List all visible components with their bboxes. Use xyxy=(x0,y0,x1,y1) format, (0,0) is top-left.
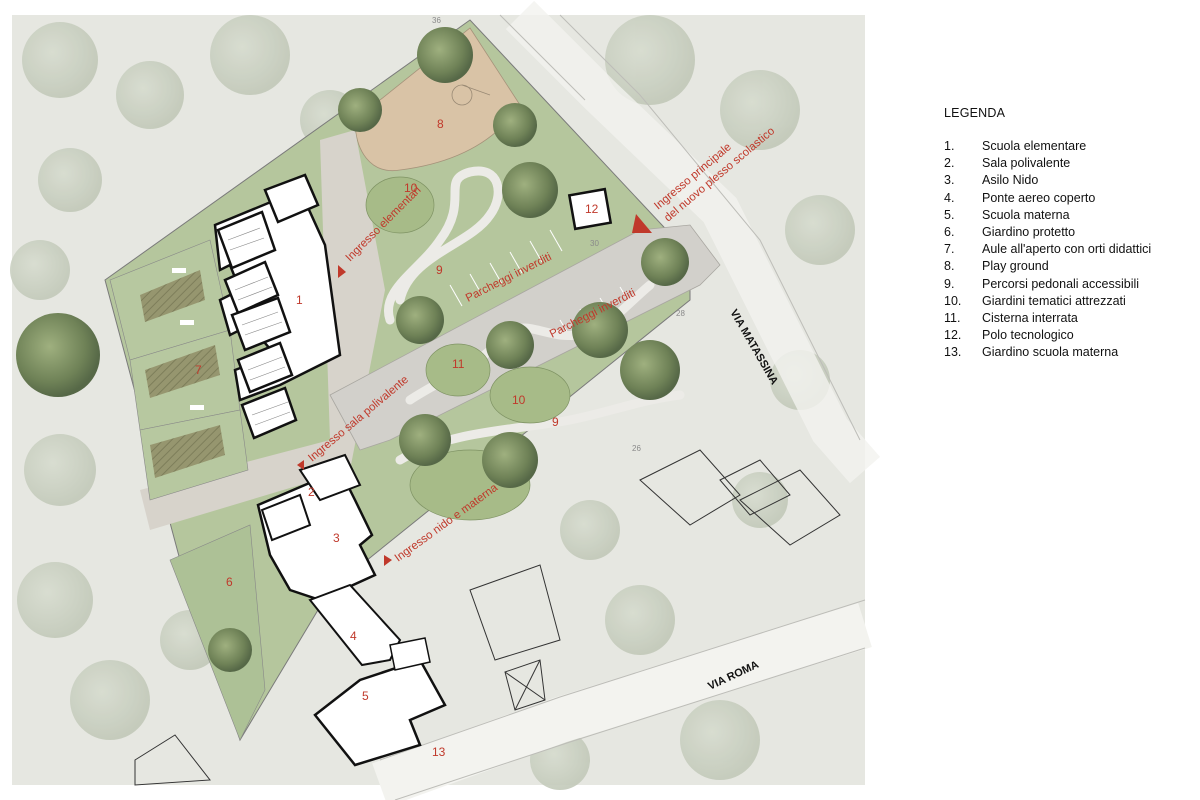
roads xyxy=(372,0,881,800)
num-8: 8 xyxy=(437,117,444,131)
svg-text:28: 28 xyxy=(676,309,685,318)
num-1: 1 xyxy=(296,293,303,307)
building-scuola-materna xyxy=(313,637,447,767)
svg-text:30: 30 xyxy=(590,239,599,248)
civic-numbers: 36 30 28 26 xyxy=(432,16,685,453)
cistern-lawn-11 xyxy=(425,343,491,397)
entrance-arrows xyxy=(297,214,652,566)
neighbor-buildings xyxy=(134,449,841,786)
legend: LEGENDA 1.Scuola elementare 2.Sala poliv… xyxy=(944,106,1194,362)
legend-item: 2.Sala polivalente xyxy=(944,156,1071,171)
legend-item: 4.Ponte aereo coperto xyxy=(944,190,1096,205)
legend-item: 3.Asilo Nido xyxy=(944,173,1039,188)
num-11: 11 xyxy=(452,357,465,371)
num-9b: 9 xyxy=(552,415,559,429)
legend-item: 1.Scuola elementare xyxy=(944,139,1087,153)
num-6: 6 xyxy=(226,575,233,589)
legend-item: 6.Giardino protetto xyxy=(944,225,1076,240)
legend-item: 13.Giardino scuola materna xyxy=(944,345,1119,360)
num-13: 13 xyxy=(432,745,446,759)
building-sala-polivalente xyxy=(256,453,377,602)
west-path xyxy=(140,130,385,530)
legend-list: 1.Scuola elementare 2.Sala polivalente 3… xyxy=(944,138,1194,362)
site-trees xyxy=(16,27,689,672)
num-7: 7 xyxy=(195,363,202,377)
parking-stalls xyxy=(449,229,633,341)
themed-garden-10b xyxy=(489,366,571,424)
area-numbers: 8 1 2 3 4 5 6 7 9 9 10 10 11 12 13 xyxy=(195,117,599,759)
num-9a: 9 xyxy=(436,263,443,277)
num-3: 3 xyxy=(333,531,340,545)
svg-text:26: 26 xyxy=(632,444,641,453)
num-2: 2 xyxy=(308,485,315,499)
legend-item: 5.Scuola materna xyxy=(944,207,1070,222)
legend-title: LEGENDA xyxy=(944,106,1006,120)
svg-text:36: 36 xyxy=(432,16,441,25)
legend-item: 11.Cisterna interrata xyxy=(944,311,1078,326)
num-4: 4 xyxy=(350,629,357,643)
legend-item: 10.Giardini tematici attrezzati xyxy=(944,293,1126,308)
legend-item: 12.Polo tecnologico xyxy=(944,328,1074,343)
legend-item: 9.Percorsi pedonali accessibili xyxy=(944,276,1140,291)
legend-item: 7.Aule all'aperto con orti didattici xyxy=(944,242,1152,257)
outdoor-classrooms xyxy=(109,239,249,501)
num-10a: 10 xyxy=(404,181,418,195)
num-5: 5 xyxy=(362,689,369,703)
polo-tecnologico xyxy=(567,187,613,231)
num-10b: 10 xyxy=(512,393,526,407)
legend-item: 8.Play ground xyxy=(944,259,1049,274)
aerial-trees xyxy=(10,15,855,790)
num-12: 12 xyxy=(585,202,599,216)
themed-garden-10a xyxy=(365,176,435,234)
building-scuola-elementare xyxy=(213,173,342,440)
